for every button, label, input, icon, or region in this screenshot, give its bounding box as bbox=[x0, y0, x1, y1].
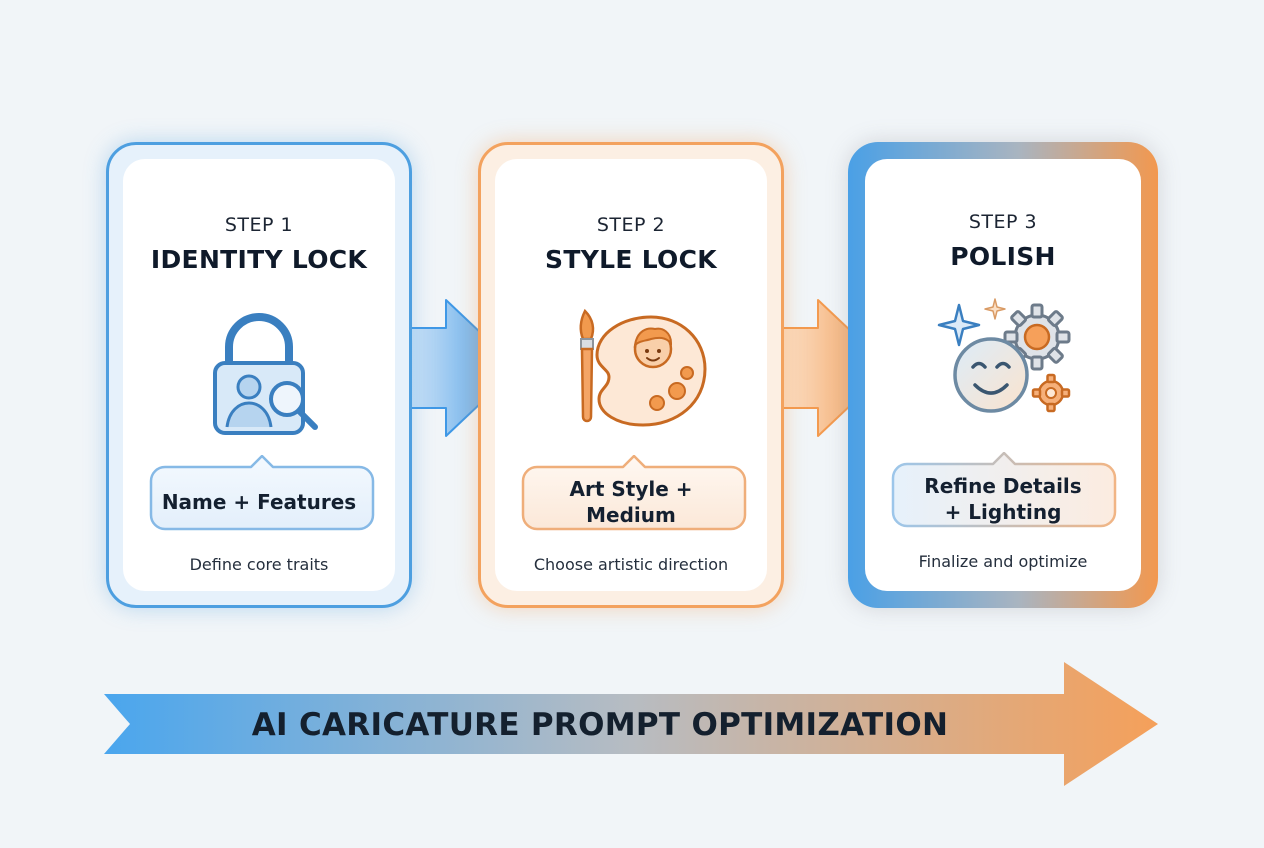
smiley-with-gears-and-sparkles-icon bbox=[937, 298, 1071, 413]
step-2-title: STYLE LOCK bbox=[545, 245, 717, 274]
step-1-description: Define core traits bbox=[189, 555, 329, 574]
step-2-number: STEP 2 bbox=[596, 214, 666, 236]
step-1-bubble-text: Name + Features bbox=[161, 490, 357, 514]
step-3-title: POLISH bbox=[950, 242, 1056, 271]
bubble-shape bbox=[149, 455, 375, 531]
step-1-title: IDENTITY LOCK bbox=[150, 245, 368, 274]
step-3-panel: STEP 3 POLISH bbox=[848, 142, 1158, 608]
step-2-bubble: Art Style + Medium bbox=[521, 455, 747, 533]
step-3-description: Finalize and optimize bbox=[918, 552, 1088, 571]
step-1-card: STEP 1 IDENTITY LOCK Name + Features Def… bbox=[123, 159, 395, 591]
bubble-shape bbox=[891, 452, 1117, 528]
step-3-number: STEP 3 bbox=[968, 211, 1038, 233]
step-2-panel: STEP 2 STYLE LOCK Art Style + Medium Cho… bbox=[478, 142, 784, 608]
process-banner-label: AI CARICATURE PROMPT OPTIMIZATION bbox=[251, 707, 949, 743]
step-2-description: Choose artistic direction bbox=[533, 555, 729, 574]
step-2-bubble-text: Art Style + Medium bbox=[569, 477, 693, 527]
process-banner-arrow bbox=[104, 662, 1158, 786]
paintbrush-and-palette-icon bbox=[579, 308, 707, 427]
bubble-shape bbox=[521, 455, 747, 531]
step-2-card: STEP 2 STYLE LOCK Art Style + Medium Cho… bbox=[495, 159, 767, 591]
step-3-bubble-text: Refine Details + Lighting bbox=[924, 474, 1082, 524]
step-3-card: STEP 3 POLISH bbox=[865, 159, 1141, 591]
padlock-with-person-and-magnifier-icon bbox=[213, 313, 318, 435]
step-1-bubble: Name + Features bbox=[149, 455, 375, 533]
step-1-panel: STEP 1 IDENTITY LOCK Name + Features Def… bbox=[106, 142, 412, 608]
step-1-number: STEP 1 bbox=[224, 214, 294, 236]
step-3-bubble: Refine Details + Lighting bbox=[891, 452, 1117, 530]
